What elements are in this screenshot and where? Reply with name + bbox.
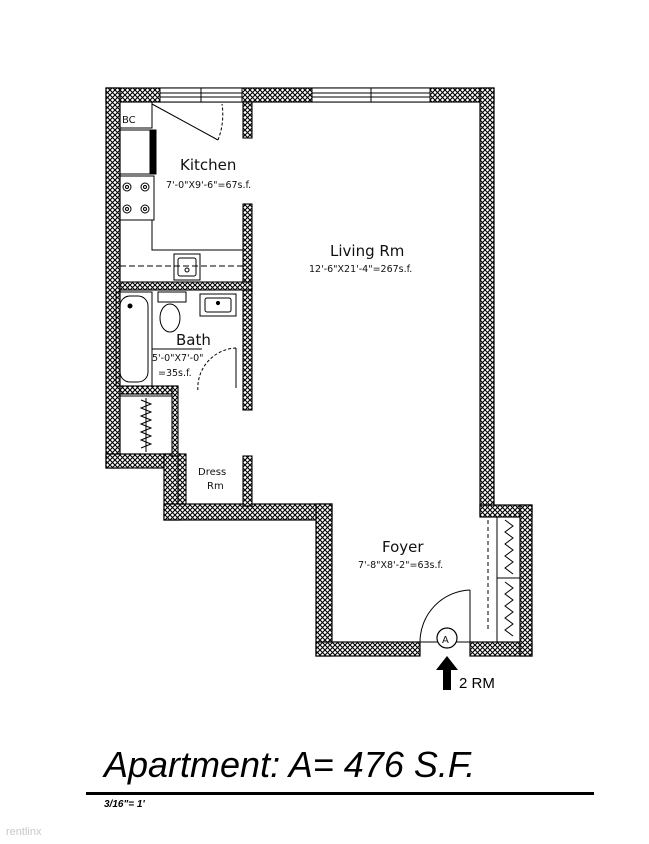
- kitchen-dims: 7'-0"X9'-6"=67s.f.: [166, 180, 251, 191]
- closet-right: [487, 516, 521, 643]
- title-underline: [86, 792, 594, 795]
- closet-left: [119, 395, 173, 455]
- foyer-name: Foyer: [382, 538, 424, 556]
- entrance-arrow-icon: [436, 656, 458, 690]
- kitchen-name: Kitchen: [180, 156, 236, 174]
- bath-dims-line1: 5'-0"X7'-0": [152, 353, 204, 364]
- foyer-dims: 7'-8"X8'-2"=63s.f.: [358, 560, 443, 571]
- interior-walls: [119, 101, 253, 507]
- apartment-title: Apartment: A= 476 S.F.: [104, 744, 476, 785]
- bath-fixtures: [115, 291, 237, 393]
- living-dims: 12'-6"X21'-4"=267s.f.: [309, 264, 412, 275]
- windows: [159, 87, 431, 103]
- dress-line1: Dress: [198, 467, 226, 478]
- living-name: Living Rm: [330, 242, 404, 260]
- scale-label: 3/16"= 1': [104, 799, 145, 810]
- bath-name: Bath: [176, 331, 211, 349]
- dress-line2: Rm: [207, 481, 224, 492]
- room-count: 2 RM: [459, 675, 495, 692]
- entrance-marker: A: [436, 627, 458, 649]
- bath-dims-line2: =35s.f.: [158, 368, 192, 379]
- entrance-marker-letter: A: [442, 635, 449, 646]
- kitchen-fixtures: [119, 101, 243, 281]
- watermark-logo: rentlinx: [6, 826, 42, 838]
- bc-label: BC: [122, 115, 136, 126]
